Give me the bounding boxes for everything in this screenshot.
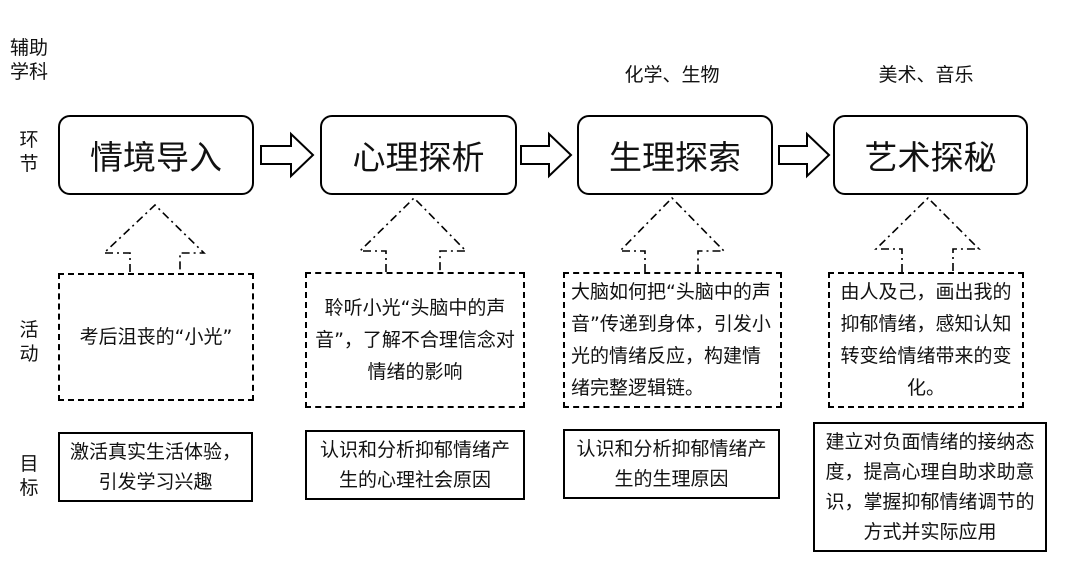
activity-text-1: 考后沮丧的“小光”	[79, 326, 233, 348]
stage-box-1: 情境导入	[58, 115, 254, 195]
activity-text-2: 聆听小光“头脑中的声音”，了解不合理信念对情绪的影响	[315, 297, 515, 383]
block-arrow-2	[520, 131, 573, 179]
activity-text-3: 大脑如何把“头脑中的声音”传递到身体，引发小光的情绪反应，构建情绪完整逻辑链。	[571, 281, 771, 399]
goal-text-2: 认识和分析抑郁情绪产生的心理社会原因	[319, 439, 510, 491]
goal-text-4: 建立对负面情绪的接纳态度，提高心理自助求助意识，掌握抑郁情绪调节的方式并实际应用	[825, 431, 1035, 543]
activity-box-1: 考后沮丧的“小光”	[58, 273, 254, 401]
stage-label-2: 心理探析	[352, 138, 485, 177]
goal-box-2: 认识和分析抑郁情绪产生的心理社会原因	[305, 430, 525, 500]
up-arrow-4	[874, 196, 981, 272]
activity-box-2: 聆听小光“头脑中的声音”，了解不合理信念对情绪的影响	[305, 272, 525, 408]
block-arrow-3	[778, 131, 831, 179]
up-arrow-1	[101, 203, 206, 272]
stage-label-1: 情境导入	[90, 138, 222, 177]
stage-label-3: 生理探索	[609, 138, 741, 177]
block-arrow-1	[260, 131, 315, 179]
activity-box-3: 大脑如何把“头脑中的声音”传递到身体，引发小光的情绪反应，构建情绪完整逻辑链。	[563, 272, 782, 408]
stage-box-2: 心理探析	[320, 115, 517, 195]
goal-text-3: 认识和分析抑郁情绪产生的生理原因	[576, 438, 767, 490]
goal-box-4: 建立对负面情绪的接纳态度，提高心理自助求助意识，掌握抑郁情绪调节的方式并实际应用	[813, 422, 1047, 552]
row-label-stages: 环 节	[19, 129, 39, 175]
subject-label-3: 化学、生物	[624, 64, 720, 86]
row-label-activities: 活 动	[19, 319, 39, 365]
goal-box-1: 激活真实生活体验，引发学习兴趣	[58, 432, 253, 502]
stage-box-4: 艺术探秘	[833, 115, 1028, 195]
goal-box-3: 认识和分析抑郁情绪产生的生理原因	[563, 429, 780, 499]
row-label-subjects: 辅助 学科	[9, 37, 48, 83]
subject-label-4: 美术、音乐	[878, 64, 974, 86]
row-label-goals: 目 标	[19, 453, 39, 499]
stage-box-3: 生理探索	[577, 115, 773, 195]
stage-label-4: 艺术探秘	[864, 138, 997, 177]
up-arrow-3	[618, 196, 726, 272]
up-arrow-2	[358, 196, 468, 272]
activity-text-4: 由人及己，画出我的抑郁情绪，感知认知转变给情绪带来的变化。	[840, 281, 1012, 399]
activity-box-4: 由人及己，画出我的抑郁情绪，感知认知转变给情绪带来的变化。	[828, 272, 1024, 408]
goal-text-1: 激活真实生活体验，引发学习兴趣	[69, 441, 241, 493]
